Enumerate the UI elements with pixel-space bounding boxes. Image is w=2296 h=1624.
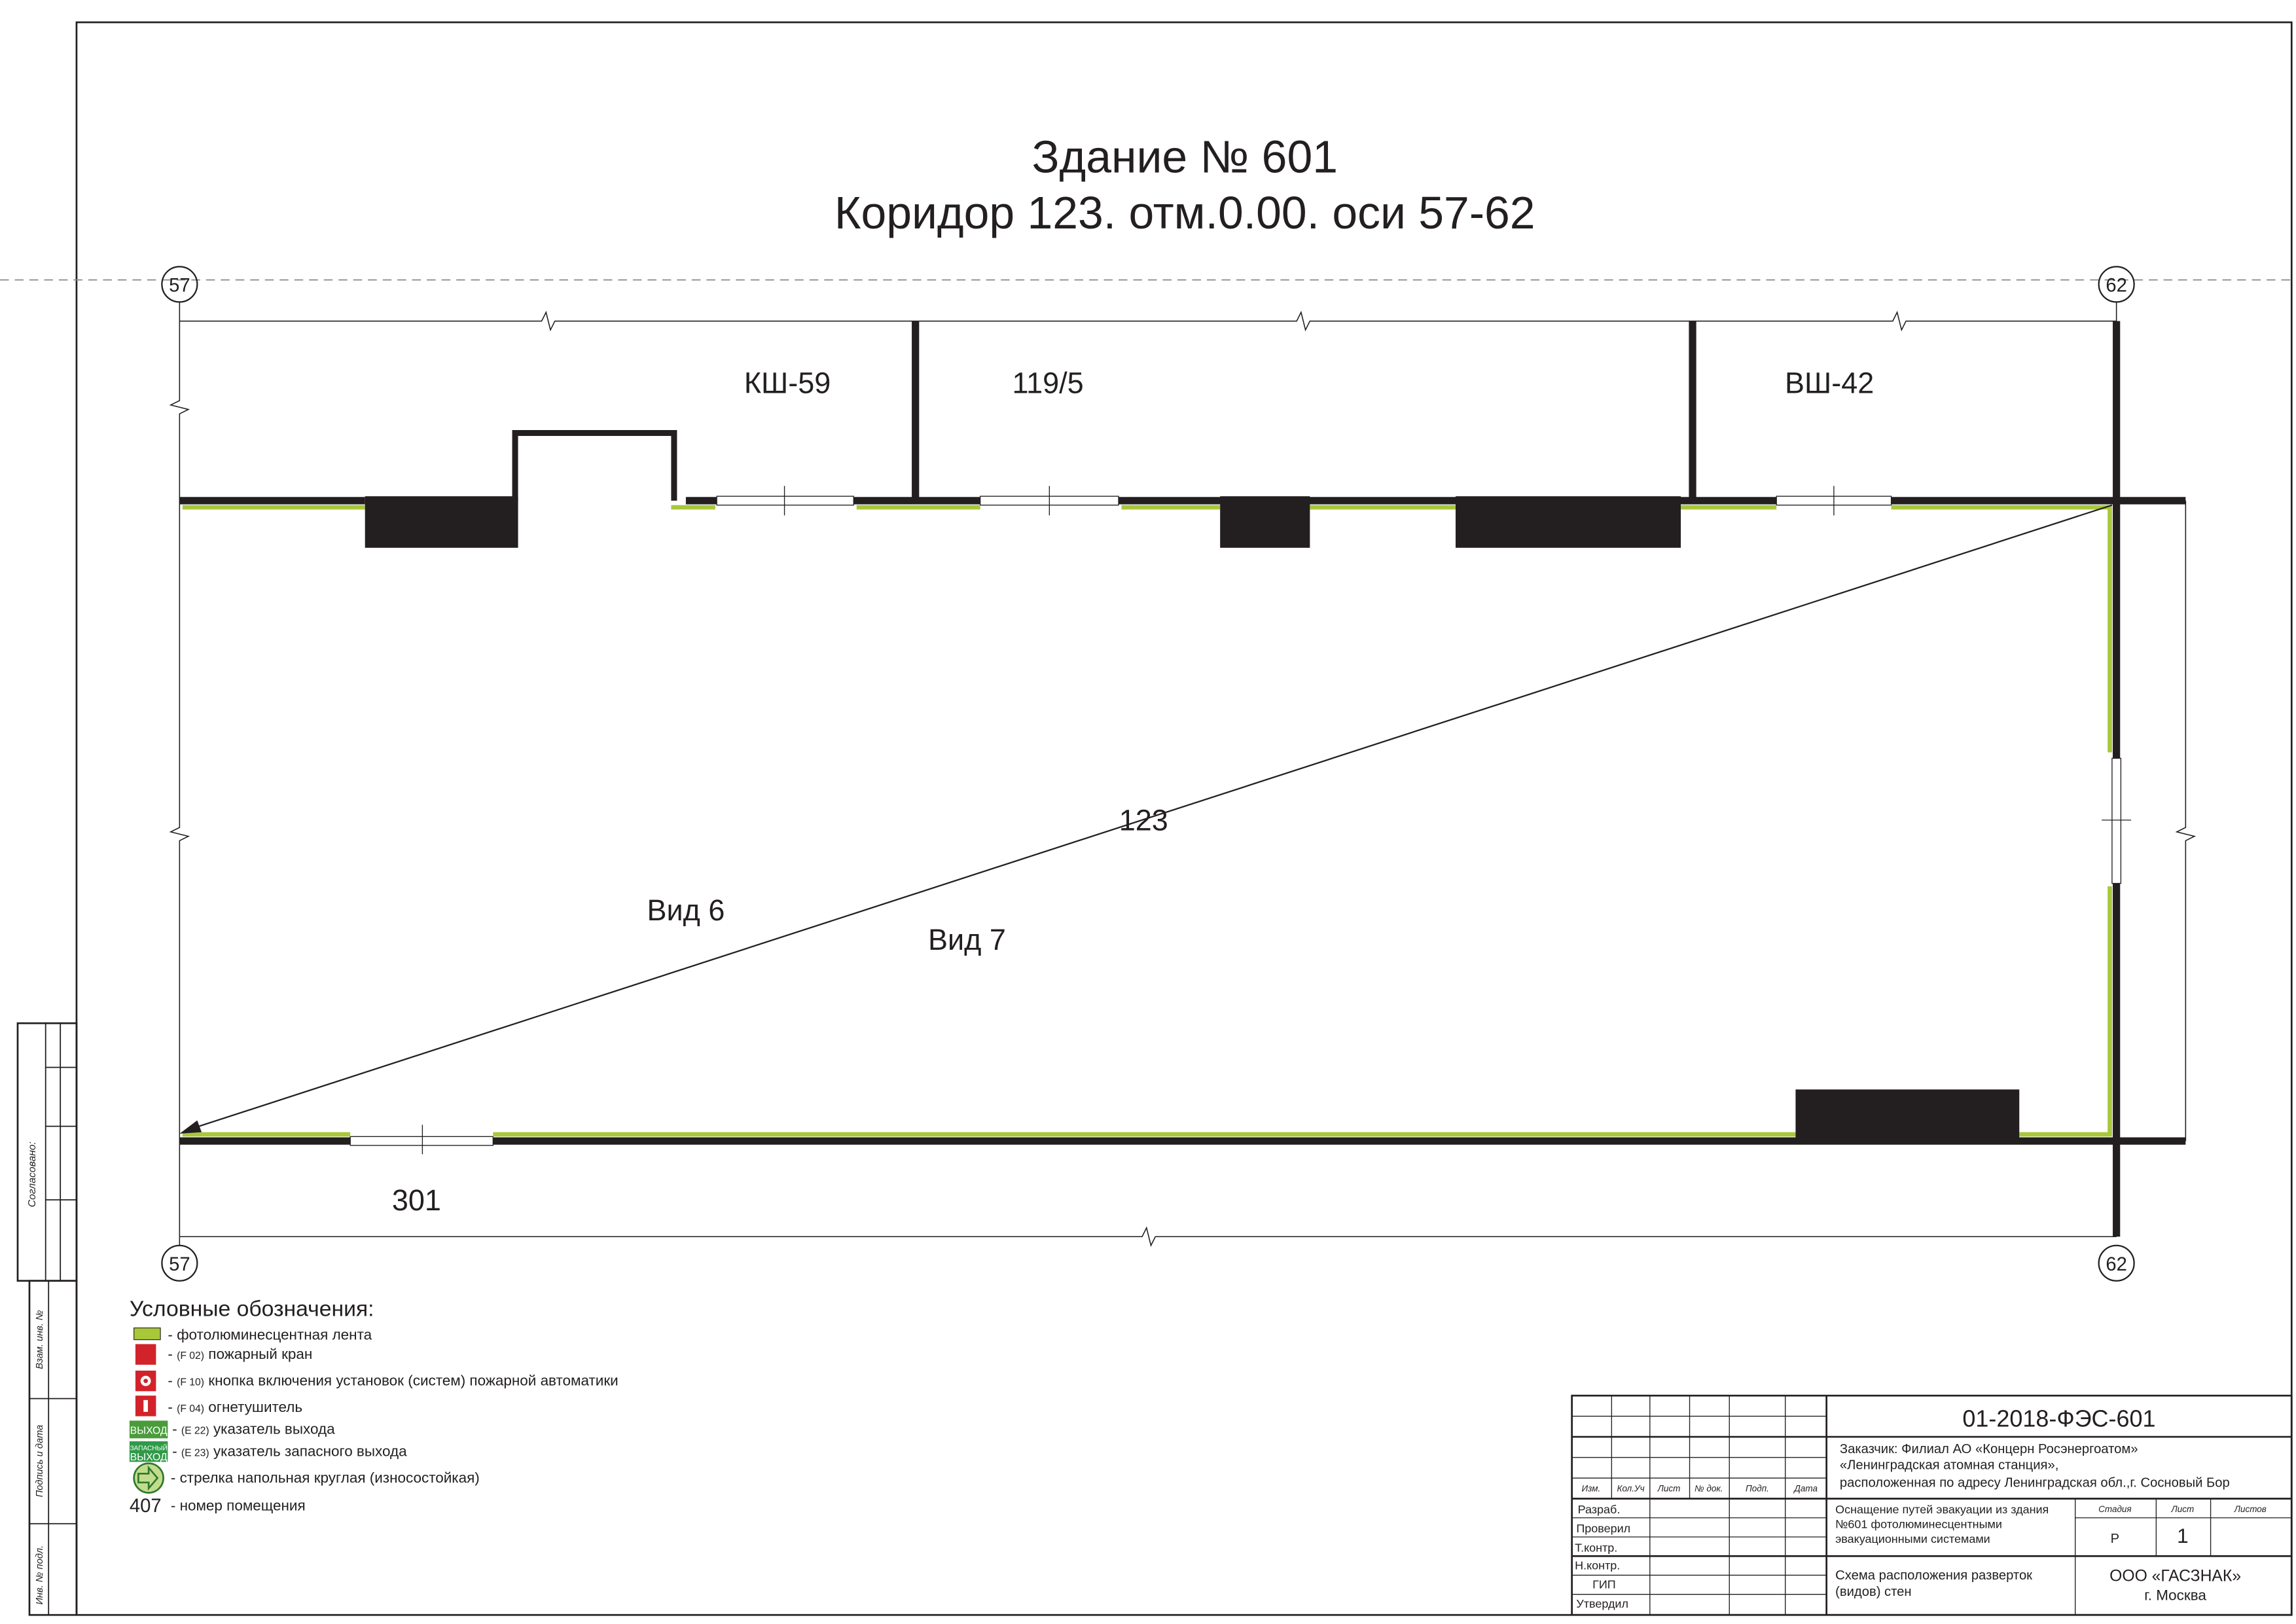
view-6-label: Вид 6: [647, 893, 725, 927]
legend-item-button: - (F 10) кнопка включения установок (сис…: [135, 1370, 619, 1392]
stamp-agreed: Согласовано:: [27, 1142, 38, 1207]
legend-item-hydrant: - (F 02) пожарный кран: [135, 1344, 312, 1365]
svg-text:Схема расположения разверток: Схема расположения разверток: [1835, 1568, 2032, 1583]
svg-text:- стрелка напольная круглая (и: - стрелка напольная круглая (износостойк…: [171, 1470, 480, 1486]
stage-value: Р: [2111, 1532, 2120, 1546]
svg-text:- фотолюминесцентная лента: - фотолюминесцентная лента: [168, 1327, 372, 1343]
svg-text:ВЫХОД: ВЫХОД: [130, 1452, 168, 1463]
svg-text:ВЫХОД: ВЫХОД: [130, 1426, 168, 1437]
svg-text:Кол.Уч: Кол.Уч: [1617, 1483, 1645, 1493]
svg-text:Утвердил: Утвердил: [1576, 1597, 1628, 1610]
axis-62-bottom: 62: [2098, 1244, 2135, 1282]
svg-text:62: 62: [2106, 1254, 2127, 1275]
title-line2: Коридор 123. отм.0.00. оси 57-62: [834, 187, 1535, 238]
axis-57-bottom: 57: [161, 1244, 198, 1282]
tape-icon: [134, 1327, 161, 1341]
svg-text:эвакуационными системами: эвакуационными системами: [1835, 1532, 1990, 1545]
floor-arrow-icon: [133, 1462, 164, 1494]
svg-text:№ док.: № док.: [1695, 1483, 1723, 1493]
stamp-sign-date: Подпись и дата: [35, 1425, 45, 1498]
room-label-119-5: 119/5: [1012, 367, 1083, 400]
legend-item-floor-arrow: - стрелка напольная круглая (износостойк…: [133, 1462, 480, 1494]
svg-text:ГИП: ГИП: [1592, 1578, 1616, 1591]
svg-text:- (F 04) огнетушитель: - (F 04) огнетушитель: [168, 1399, 302, 1415]
svg-text:- (E 23) указатель запасного в: - (E 23) указатель запасного выхода: [172, 1443, 407, 1459]
room-label-301: 301: [392, 1183, 441, 1217]
svg-text:Изм.: Изм.: [1581, 1483, 1600, 1493]
spare-exit-sign-icon: [129, 1441, 168, 1462]
title-block: 01-2018-ФЭС-601 Заказчик: Филиал АО «Кон…: [1575, 1405, 2267, 1610]
sheet-value: 1: [2177, 1525, 2189, 1547]
photoluminescent-tape: [182, 505, 2112, 1137]
svg-text:Лист: Лист: [2170, 1504, 2194, 1514]
legend-item-tape: - фотолюминесцентная лента: [134, 1327, 372, 1343]
wall-blocks: [365, 496, 2020, 1144]
svg-text:Стадия: Стадия: [2098, 1504, 2131, 1514]
view-7-label: Вид 7: [928, 923, 1006, 956]
room-label-ksh59: КШ-59: [744, 367, 831, 400]
svg-text:Листов: Листов: [2234, 1504, 2267, 1514]
svg-text:Подп.: Подп.: [1746, 1483, 1769, 1493]
doors: [350, 486, 2132, 1155]
room-number-sample: 407: [130, 1496, 162, 1517]
legend: Условные обозначения: - фотолюминесцентн…: [129, 1297, 619, 1517]
view-arrow: [179, 504, 2113, 1134]
axis-62-top: 62: [2098, 266, 2135, 303]
svg-text:- (F 10) кнопка включения уста: - (F 10) кнопка включения установок (сис…: [168, 1372, 618, 1388]
svg-text:Дата: Дата: [1793, 1483, 1818, 1493]
svg-text:Н.контр.: Н.контр.: [1575, 1559, 1620, 1572]
fire-hydrant-icon: [135, 1344, 156, 1365]
doc-code: 01-2018-ФЭС-601: [1962, 1405, 2155, 1432]
svg-text:- номер помещения: - номер помещения: [171, 1498, 306, 1514]
svg-text:г. Москва: г. Москва: [2144, 1587, 2206, 1604]
legend-item-room-number: 407 - номер помещения: [130, 1496, 306, 1517]
dimension-lines: [169, 302, 2197, 1248]
svg-text:Т.контр.: Т.контр.: [1575, 1541, 1617, 1554]
svg-text:Лист: Лист: [1657, 1483, 1681, 1493]
stamp-inv-replace: Взам. инв. №: [35, 1310, 45, 1369]
svg-text:Разраб.: Разраб.: [1578, 1503, 1621, 1516]
svg-text:Заказчик: Филиал АО «Концерн Р: Заказчик: Филиал АО «Концерн Росэнергоат…: [1840, 1442, 2138, 1456]
svg-text:(видов) стен: (видов) стен: [1835, 1585, 1911, 1599]
exit-sign-icon: [129, 1420, 168, 1439]
svg-text:Оснащение путей эвакуации из з: Оснащение путей эвакуации из здания: [1835, 1503, 2049, 1516]
legend-item-exit: ВЫХОД - (E 22) указатель выхода: [129, 1420, 335, 1439]
svg-text:«Ленинградская атомная станция: «Ленинградская атомная станция»,: [1840, 1458, 2058, 1473]
legend-title: Условные обозначения:: [130, 1297, 374, 1322]
svg-text:- (F 02) пожарный кран: - (F 02) пожарный кран: [168, 1346, 312, 1362]
svg-text:57: 57: [169, 276, 190, 297]
room-label-vsh42: ВШ-42: [1785, 367, 1874, 400]
stamp-inv-orig: Инв. № подл.: [35, 1545, 45, 1605]
svg-text:57: 57: [169, 1254, 190, 1275]
title-block-grid: [1571, 1394, 2293, 1616]
side-stamp: [16, 1022, 78, 1616]
svg-text:Проверил: Проверил: [1576, 1522, 1630, 1535]
room-label-123: 123: [1119, 804, 1168, 837]
svg-text:62: 62: [2106, 276, 2127, 297]
title-line1: Здание № 601: [1031, 131, 1338, 182]
svg-text:ЗАПАСНЫЙ: ЗАПАСНЫЙ: [130, 1443, 167, 1452]
axis-57-top: 57: [161, 266, 198, 303]
legend-item-spare-exit: ЗАПАСНЫЙ ВЫХОД - (E 23) указатель запасн…: [129, 1441, 407, 1463]
legend-item-extinguisher: - (F 04) огнетушитель: [135, 1396, 302, 1416]
svg-text:ООО «ГАСЗНАК»: ООО «ГАСЗНАК»: [2109, 1567, 2241, 1585]
sheet-frame: [75, 21, 2293, 1616]
svg-text:расположенная по адресу Ленинг: расположенная по адресу Ленинградская об…: [1840, 1476, 2230, 1490]
svg-text:- (E 22) указатель выхода: - (E 22) указатель выхода: [172, 1421, 335, 1437]
svg-text:№601 фотолюминесцентными: №601 фотолюминесцентными: [1835, 1518, 2002, 1531]
